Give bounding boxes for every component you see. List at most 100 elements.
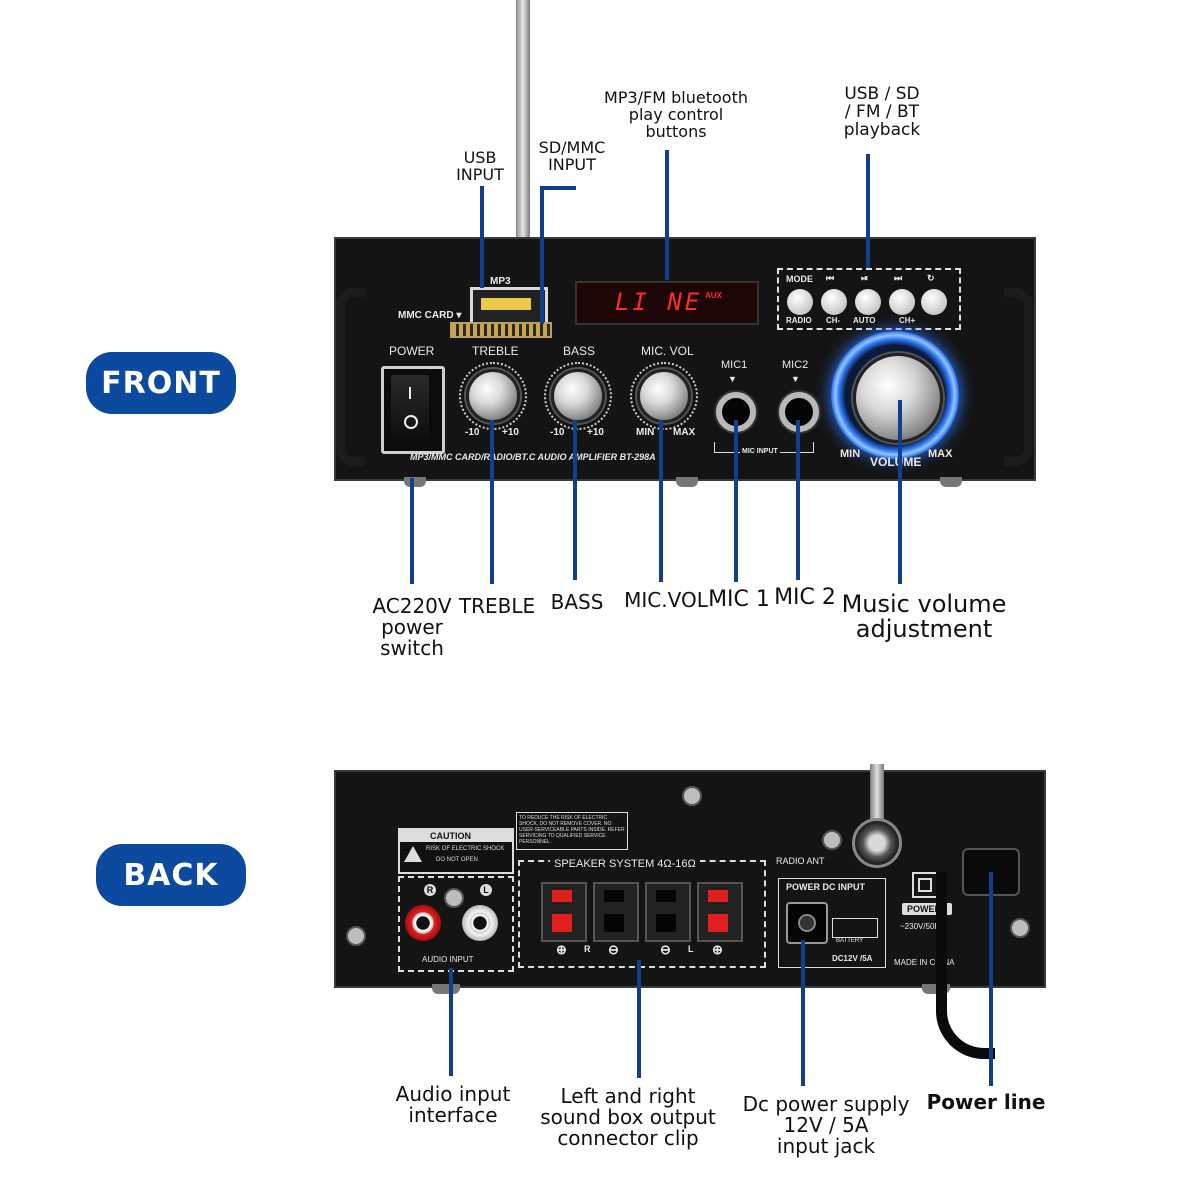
btn-label-auto: AUTO bbox=[853, 316, 876, 325]
repeat-icon: ↻ bbox=[927, 273, 935, 283]
speaker-terminal-r-minus[interactable] bbox=[593, 882, 639, 942]
screw-icon bbox=[444, 888, 464, 908]
speaker-terminal-l-plus[interactable] bbox=[697, 882, 743, 942]
callout-usb-input: USB INPUT bbox=[456, 148, 504, 184]
treble-knob-label: TREBLE bbox=[472, 344, 519, 358]
leader-treble bbox=[490, 420, 494, 584]
power-dc-input-label: POWER DC INPUT bbox=[786, 882, 866, 892]
callout-audio-input: Audio input interface bbox=[395, 1082, 511, 1127]
leader-mic1 bbox=[734, 420, 738, 582]
btn-label-mode: MODE bbox=[786, 274, 813, 284]
playback-button-group bbox=[777, 268, 961, 330]
speaker-terminal-r-plus[interactable] bbox=[541, 882, 587, 942]
leader-sd bbox=[540, 186, 544, 324]
screw-icon bbox=[1010, 918, 1030, 938]
front-foot bbox=[676, 477, 698, 487]
prev-ch-minus-button[interactable] bbox=[821, 289, 847, 315]
callout-speaker-output: Left and right sound box output connecto… bbox=[540, 1084, 716, 1150]
next-ch-plus-button[interactable] bbox=[889, 289, 915, 315]
treble-scale-max: +10 bbox=[502, 427, 519, 438]
prev-icon: ⏮ bbox=[826, 273, 835, 283]
back-foot bbox=[432, 984, 460, 994]
btn-label-radio: RADIO bbox=[786, 316, 812, 325]
callout-power-line: Power line bbox=[926, 1090, 1046, 1114]
sign-l-minus: ⊖ bbox=[660, 942, 671, 957]
dc-power-jack[interactable] bbox=[786, 902, 828, 944]
ac-power-label: POWER bbox=[907, 904, 942, 914]
led-display: LI NE AUX bbox=[575, 281, 759, 325]
usb-port[interactable] bbox=[470, 287, 548, 327]
back-badge: BACK bbox=[96, 844, 246, 906]
play-auto-button[interactable] bbox=[855, 289, 881, 315]
bass-scale-min: -10 bbox=[550, 427, 565, 438]
callout-mic1: MIC 1 bbox=[708, 587, 770, 612]
next-icon: ⏭ bbox=[894, 273, 903, 283]
right-handle bbox=[1004, 288, 1033, 466]
callout-music-volume: Music volume adjustment bbox=[841, 590, 1007, 644]
mmc-card-label: MMC CARD ▾ bbox=[398, 310, 462, 321]
sign-l: L bbox=[688, 944, 694, 954]
callout-bass: BASS bbox=[550, 590, 604, 614]
leader-power-line bbox=[989, 872, 993, 1086]
leader-audio-input bbox=[449, 968, 453, 1076]
leader-playback bbox=[866, 154, 870, 268]
rca-r-label: R bbox=[424, 884, 436, 896]
audio-input-label: AUDIO INPUT bbox=[422, 955, 474, 964]
ac-power-icon bbox=[912, 872, 938, 898]
bass-knob-label: BASS bbox=[563, 344, 596, 358]
callout-dc-supply: Dc power supply 12V / 5A input jack bbox=[742, 1092, 910, 1158]
dc-spec-label: DC12V /5A bbox=[832, 954, 873, 963]
radio-antenna-connector[interactable] bbox=[852, 818, 902, 868]
rca-left-jack[interactable] bbox=[462, 905, 498, 941]
screw-icon bbox=[682, 786, 702, 806]
callout-mic-vol: MIC.VOL bbox=[624, 588, 708, 612]
btn-label-ch-plus: CH+ bbox=[899, 316, 916, 325]
power-switch-label: POWER bbox=[389, 344, 435, 358]
leader-volume bbox=[898, 400, 902, 584]
bass-knob[interactable] bbox=[551, 369, 605, 423]
play-pause-icon: ⏯ bbox=[861, 273, 869, 283]
made-in-label: MADE IN CHINA bbox=[894, 958, 955, 967]
mic-vol-knob[interactable] bbox=[637, 369, 691, 423]
speaker-terminal-l-minus[interactable] bbox=[645, 882, 691, 942]
volume-max-label: MAX bbox=[928, 448, 953, 460]
caution-line1: RISK OF ELECTRIC SHOCK bbox=[426, 846, 505, 852]
leader-play-control bbox=[665, 150, 669, 280]
mic-vol-scale-ring bbox=[630, 362, 698, 430]
model-text: MP3/MMC CARD/RADIO/BT.C AUDIO AMPLIFIER … bbox=[410, 452, 656, 462]
treble-knob[interactable] bbox=[466, 369, 520, 423]
sign-l-plus: ⊕ bbox=[712, 942, 723, 957]
callout-playback: USB / SD / FM / BT playback bbox=[843, 84, 921, 140]
power-switch[interactable] bbox=[381, 366, 445, 454]
speaker-system-label: SPEAKER SYSTEM 4Ω-16Ω bbox=[550, 858, 700, 870]
audio-input-box bbox=[398, 876, 514, 972]
battery-label: BATTERY bbox=[836, 938, 864, 944]
power-cord bbox=[936, 872, 995, 1059]
sd-card-slot[interactable] bbox=[450, 322, 552, 338]
volume-min-label: MIN bbox=[840, 448, 861, 460]
mic2-arrow-icon: ▼ bbox=[791, 374, 800, 384]
leader-power-switch bbox=[410, 478, 414, 584]
callout-power-switch: AC220V power switch bbox=[372, 594, 452, 660]
bass-scale-max: +10 bbox=[587, 427, 604, 438]
callout-mic2: MIC 2 bbox=[774, 585, 836, 610]
left-handle bbox=[336, 288, 365, 466]
mode-radio-button[interactable] bbox=[787, 289, 813, 315]
repeat-button[interactable] bbox=[921, 289, 947, 315]
mic1-label: MIC1 bbox=[721, 359, 748, 371]
btn-label-ch-minus: CH- bbox=[826, 316, 841, 325]
mic-vol-knob-label: MIC. VOL bbox=[641, 344, 694, 358]
callout-play-control: MP3/FM bluetooth play control buttons bbox=[604, 88, 748, 141]
rca-right-jack[interactable] bbox=[405, 905, 441, 941]
front-badge: FRONT bbox=[86, 352, 236, 414]
mic2-label: MIC2 bbox=[782, 359, 809, 371]
front-foot bbox=[940, 477, 962, 487]
ac-spec-label: ~230V/50Hz bbox=[900, 922, 945, 931]
callout-sd-mmc-input: SD/MMC INPUT bbox=[538, 138, 606, 174]
leader-speaker-output bbox=[637, 960, 641, 1078]
dc-input-box bbox=[778, 878, 886, 968]
mic-vol-scale-min: MIN bbox=[636, 427, 655, 438]
battery-icon bbox=[832, 918, 878, 938]
radio-antenna-rod bbox=[870, 764, 884, 826]
leader-bass bbox=[573, 420, 577, 580]
